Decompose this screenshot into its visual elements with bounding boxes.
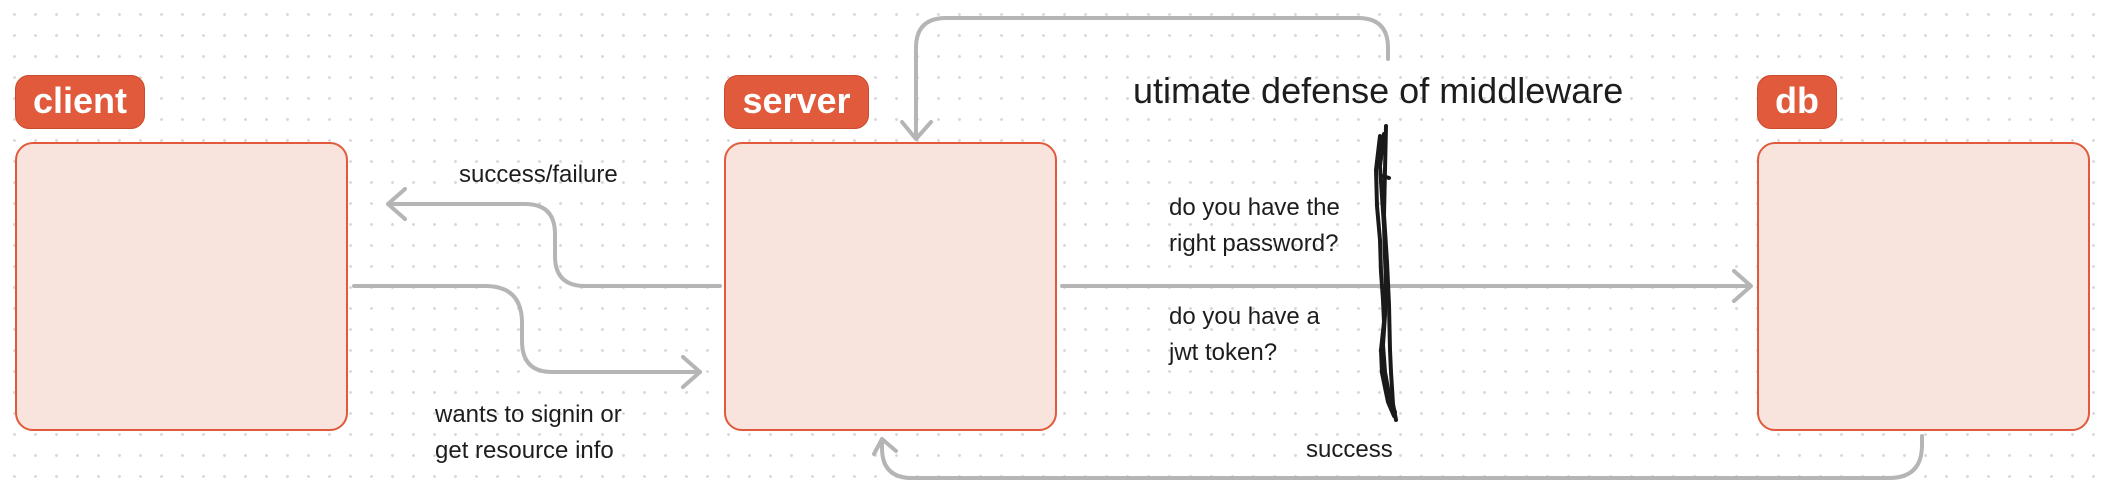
jwt-question-line-2: jwt token? xyxy=(1169,339,1278,366)
db-to-server-arrowhead xyxy=(872,437,898,456)
server-to-client-arrow xyxy=(388,202,722,288)
client-to-server-arrowhead xyxy=(681,355,702,389)
jwt-question-line-1: do you have a xyxy=(1169,303,1320,330)
password-question-line-1: do you have the xyxy=(1169,194,1340,221)
server-to-client-arrowhead xyxy=(386,187,407,221)
server-to-db-arrowhead xyxy=(1732,269,1753,303)
client-box[interactable] xyxy=(15,142,348,431)
db-box[interactable] xyxy=(1757,142,2090,431)
loopback-arrow xyxy=(914,16,1390,138)
middleware-barrier xyxy=(1374,124,1398,422)
server-tag: server xyxy=(724,75,869,129)
client-tag: client xyxy=(15,75,145,129)
success-failure-label: success/failure xyxy=(459,161,618,188)
server-box[interactable] xyxy=(724,142,1057,431)
request-label-line-2: get resource info xyxy=(435,437,614,464)
client-to-server-arrow xyxy=(352,284,702,374)
request-label-line-1: wants to signin or xyxy=(435,401,622,428)
success-label: success xyxy=(1306,436,1393,463)
loopback-arrowhead xyxy=(900,120,933,141)
password-question-line-2: right password? xyxy=(1169,230,1339,257)
diagram-title: utimate defense of middleware xyxy=(1133,70,1624,111)
db-to-server-arrow xyxy=(880,434,1924,480)
db-tag: db xyxy=(1757,75,1837,129)
